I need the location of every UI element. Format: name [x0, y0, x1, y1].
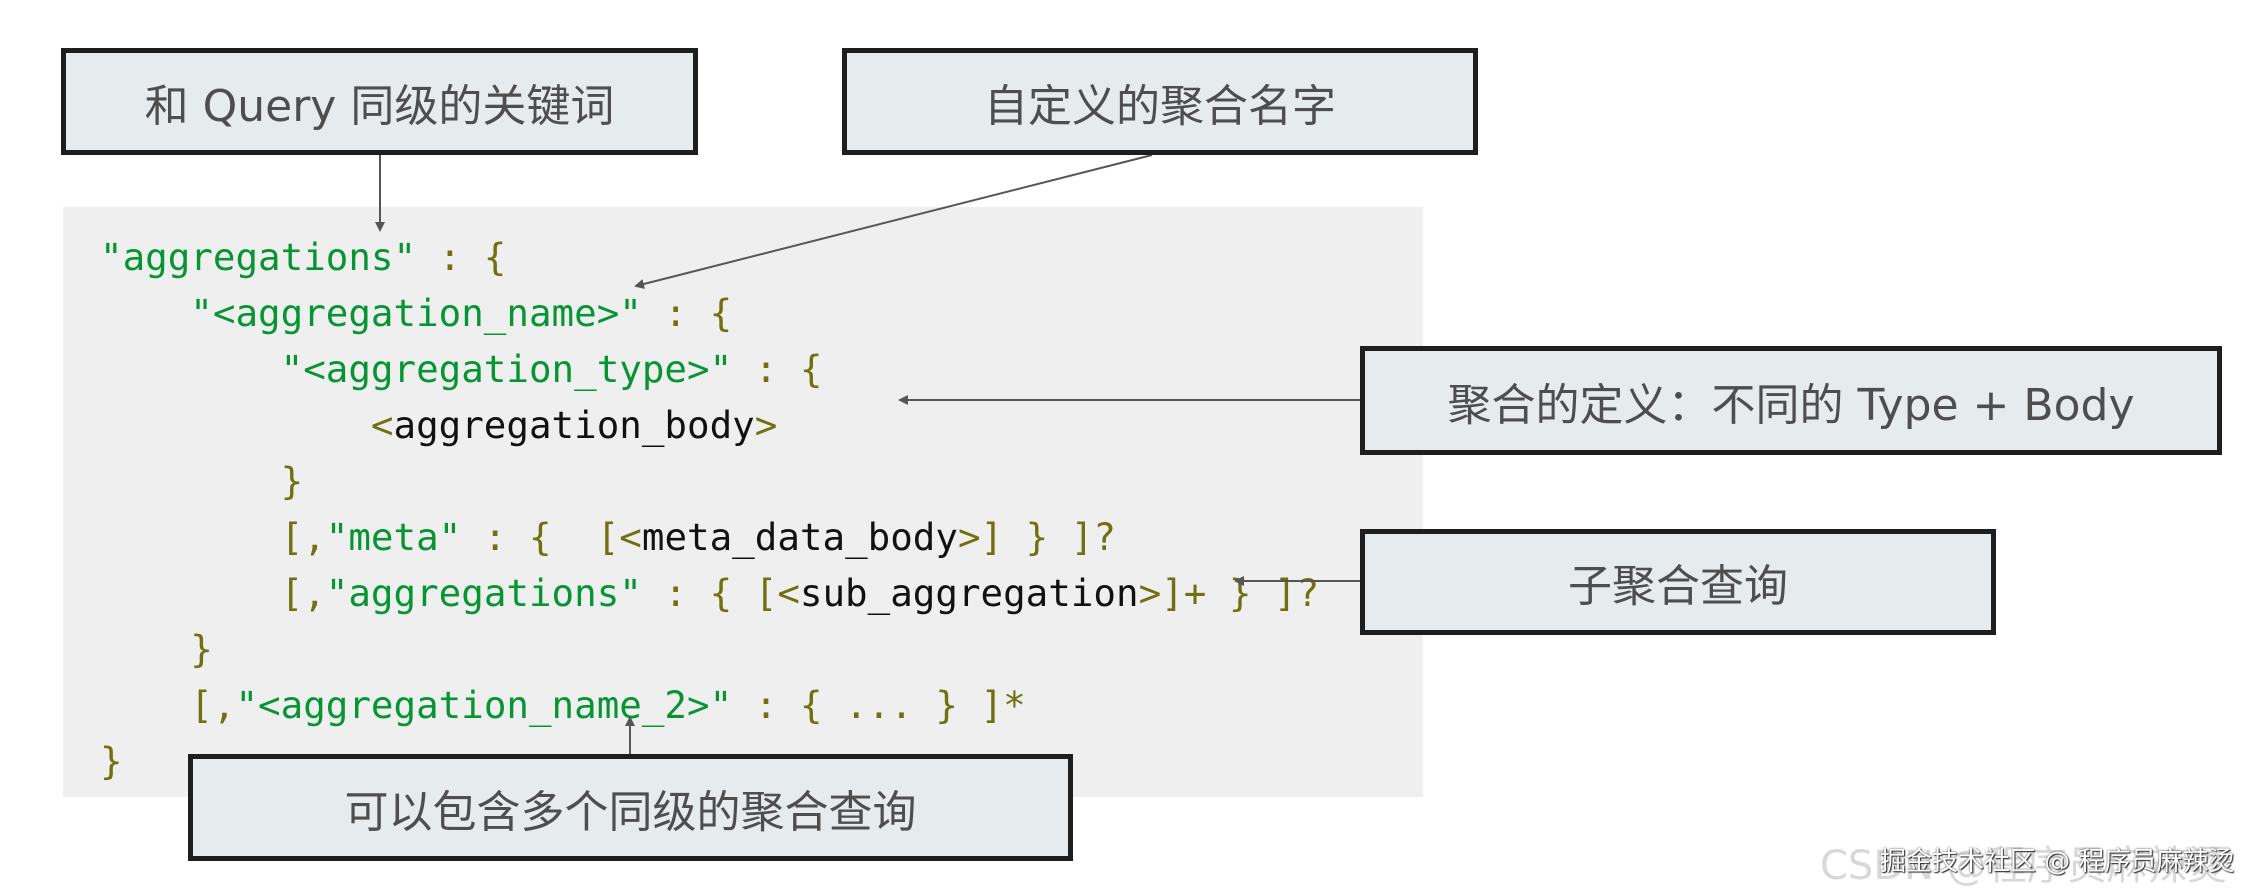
code-token: meta_data_body	[641, 515, 958, 559]
code-block	[63, 207, 1423, 797]
code-line: "<aggregation_type>" : {	[100, 344, 823, 394]
code-token: "meta"	[325, 515, 462, 559]
code-token: sub_aggregation	[799, 571, 1139, 615]
code-token: : { [<	[641, 571, 800, 615]
code-token: "<aggregation_name>"	[100, 291, 642, 335]
code-token: "<aggregation_name_2>"	[235, 683, 733, 727]
code-token: : {	[641, 291, 733, 335]
code-token: : { ... } ]*	[732, 683, 1026, 727]
code-line: "aggregations" : {	[100, 232, 506, 282]
code-token: }	[100, 459, 304, 503]
code-token: }	[100, 739, 123, 783]
code-token: "aggregations"	[325, 571, 642, 615]
code-line: "<aggregation_name>" : {	[100, 288, 732, 338]
code-line: }	[100, 624, 213, 674]
watermark: 掘金技术社区 @ 程序员麻辣烫	[1880, 847, 2235, 877]
code-token: "<aggregation_type>"	[100, 347, 733, 391]
query-keyword-text: 和 Query 同级的关键词	[144, 80, 615, 132]
watermark-faded: CSDN @程序员麻辣烫	[1820, 843, 2227, 889]
code-token: >]+ } ]?	[1138, 571, 1320, 615]
code-line: }	[100, 736, 123, 786]
code-token: <	[100, 403, 394, 447]
multiple-aggregations-text: 可以包含多个同级的聚合查询	[344, 786, 917, 838]
multiple-aggregations-label: 可以包含多个同级的聚合查询	[188, 754, 1073, 861]
definition-text: 聚合的定义：不同的 Type + Body	[1447, 379, 2135, 431]
code-token: : { [<	[461, 515, 642, 559]
code-line: [,"meta" : { [<meta_data_body>] } ]?	[100, 512, 1116, 562]
code-line: <aggregation_body>	[100, 400, 777, 450]
code-token: aggregation_body	[393, 403, 755, 447]
code-token: : {	[732, 347, 823, 391]
code-token: [,	[100, 515, 326, 559]
definition-label: 聚合的定义：不同的 Type + Body	[1360, 346, 2222, 455]
code-line: [,"<aggregation_name_2>" : { ... } ]*	[100, 680, 1026, 730]
custom-name-text: 自定义的聚合名字	[984, 80, 1336, 132]
code-token: >	[754, 403, 778, 447]
code-line: [,"aggregations" : { [<sub_aggregation>]…	[100, 568, 1320, 618]
custom-name-label: 自定义的聚合名字	[842, 48, 1478, 155]
code-token: >] } ]?	[957, 515, 1116, 559]
sub-aggregation-label: 子聚合查询	[1360, 529, 1996, 635]
code-token: "aggregations"	[100, 235, 417, 279]
code-token: }	[100, 627, 213, 671]
code-token: [,	[100, 683, 236, 727]
query-keyword-label: 和 Query 同级的关键词	[61, 48, 698, 155]
code-line: }	[100, 456, 304, 506]
sub-aggregation-text: 子聚合查询	[1568, 561, 1788, 612]
code-token: [,	[100, 571, 326, 615]
code-token: : {	[416, 235, 507, 279]
